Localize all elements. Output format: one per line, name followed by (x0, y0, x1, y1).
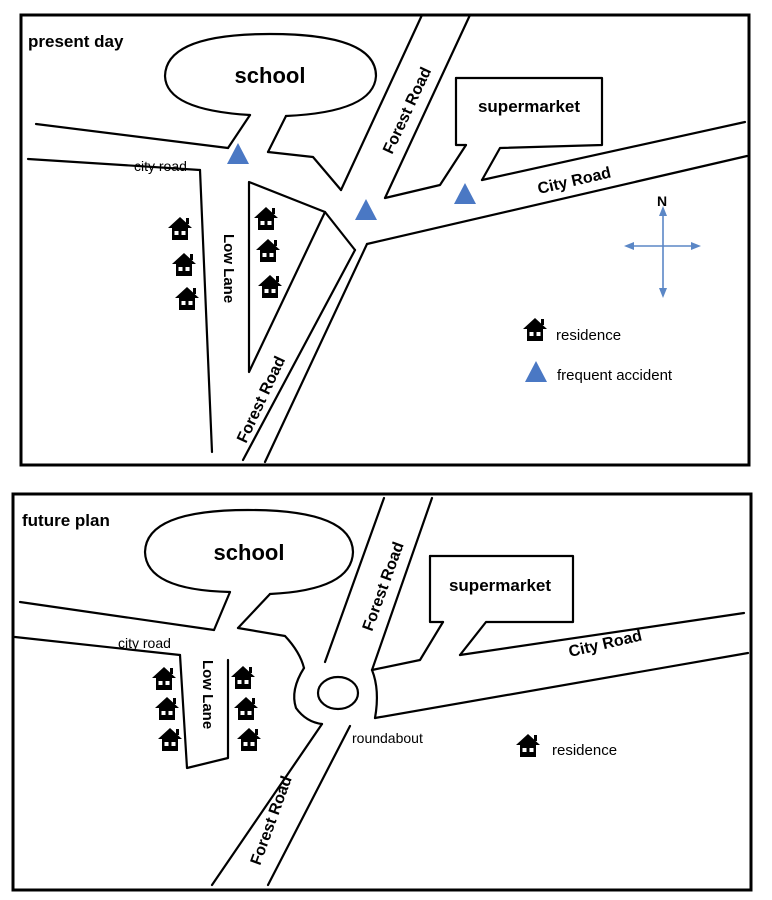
present-city-road-west-south-edge (26, 157, 202, 172)
present-forest-road-north-east-edge (383, 13, 472, 200)
future-school-access-east (236, 592, 272, 630)
future-legend-residence-label: residence (552, 742, 617, 759)
future-forest-road-north-west-edge (323, 496, 386, 664)
future-forest-road-north-east-edge (370, 496, 434, 672)
present-city-road-west-label: city road (134, 158, 187, 174)
future-supermarket-west-wall (428, 554, 445, 624)
present-forest-road-south-west-edge (241, 248, 357, 462)
future-city-road-west-south-edge (13, 635, 182, 657)
future-forest-road-south-west-edge (210, 722, 324, 887)
present-school-label: school (235, 63, 306, 88)
present-city-road-east-south-edge (365, 154, 749, 246)
present-legend: residence frequent accident (523, 318, 673, 384)
present-title: present day (28, 32, 124, 51)
legend-residence-label: residence (556, 327, 621, 344)
future-city-road-junction-edge (236, 626, 306, 670)
present-low-lane-island (247, 180, 327, 374)
compass-north-label: N (657, 193, 667, 209)
present-low-lane-west-edge (198, 168, 214, 454)
future-roundabout-west-curve (293, 666, 324, 726)
future-school-label: school (214, 540, 285, 565)
future-roundabout-island (316, 675, 360, 711)
present-school-access-west (226, 113, 252, 150)
future-supermarket-access-west (370, 620, 445, 672)
present-supermarket-access-west (383, 143, 468, 200)
present-forest-road-north-west-edge (339, 13, 424, 192)
future-school-access-west (212, 590, 232, 632)
present-city-road-west-north-edge (34, 122, 230, 150)
present-school-building (163, 32, 378, 118)
future-legend: residence (516, 734, 617, 759)
present-supermarket-building (454, 76, 604, 182)
future-low-lane-closure (178, 653, 230, 770)
future-plan-map: future plan school supermarket roundabou… (11, 492, 753, 892)
future-supermarket-building (428, 554, 575, 657)
future-city-road-east-north-edge (458, 611, 746, 657)
present-city-road-junction-edge (266, 150, 343, 192)
present-forest-road-junction-edge (323, 210, 357, 252)
future-roundabout-east-curve (370, 668, 379, 720)
present-supermarket-west-wall (454, 76, 468, 147)
future-forest-road-south-east-edge (266, 724, 352, 887)
present-low-lane-label: Low Lane (220, 234, 237, 303)
future-city-road-west-north-edge (18, 600, 216, 632)
present-forest-road-south-east-edge (263, 242, 369, 464)
legend-accident-label: frequent accident (557, 367, 673, 384)
present-city-road-east-north-edge (480, 120, 747, 182)
present-supermarket-label: supermarket (478, 97, 580, 116)
future-map-frame (11, 492, 753, 892)
present-day-map: present day school supermarket Forest Ro (19, 13, 751, 467)
compass-icon (624, 206, 701, 298)
future-supermarket-label: supermarket (449, 576, 551, 595)
future-city-road-east-south-edge (373, 651, 750, 720)
future-roundabout-label: roundabout (352, 730, 423, 746)
future-city-road-west-label: city road (118, 635, 171, 651)
future-school-building (143, 508, 355, 596)
present-school-access-east (266, 114, 288, 154)
future-low-lane-label: Low Lane (199, 660, 216, 729)
future-title: future plan (22, 511, 110, 530)
